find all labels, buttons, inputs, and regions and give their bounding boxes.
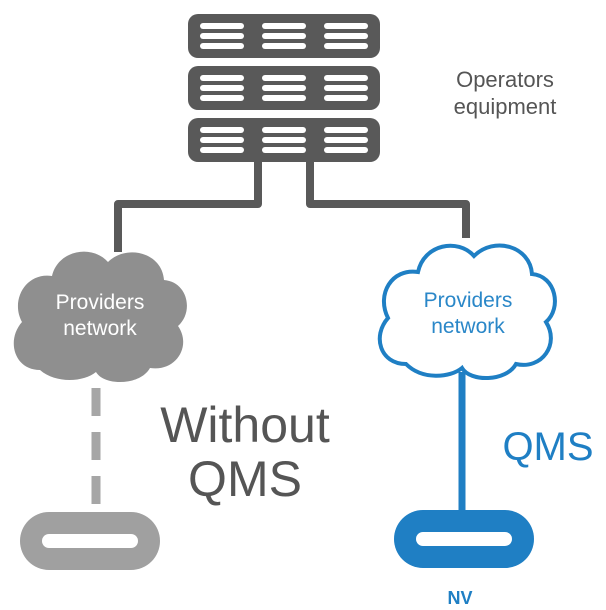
right-cloud-line1: Providers [423,289,513,312]
server-rack-icon [188,14,380,162]
without-qms-label: Without QMS [120,398,370,506]
operator-links [114,162,470,252]
left-cloud-line1: Providers [55,291,145,314]
router-left-icon [20,512,160,570]
without-qms-line1: Without [160,397,330,453]
nv-label: NV [447,588,473,608]
left-cloud-line2: network [63,317,137,340]
operators-equipment-line1: Operators [456,67,554,92]
qms-label: QMS [502,425,594,469]
left-cloud-label: Providers network [20,290,180,342]
router-right-icon [394,510,534,568]
right-cloud-line2: network [431,315,505,338]
cloud-right-icon [377,243,557,381]
operators-equipment-line2: equipment [453,94,557,119]
left-link [114,162,262,252]
cloud-left-icon [13,251,187,383]
without-qms-line2: QMS [188,451,302,507]
operators-equipment-label: Operators equipment [430,66,580,120]
right-cloud-label: Providers network [388,288,548,340]
right-link [306,162,470,238]
